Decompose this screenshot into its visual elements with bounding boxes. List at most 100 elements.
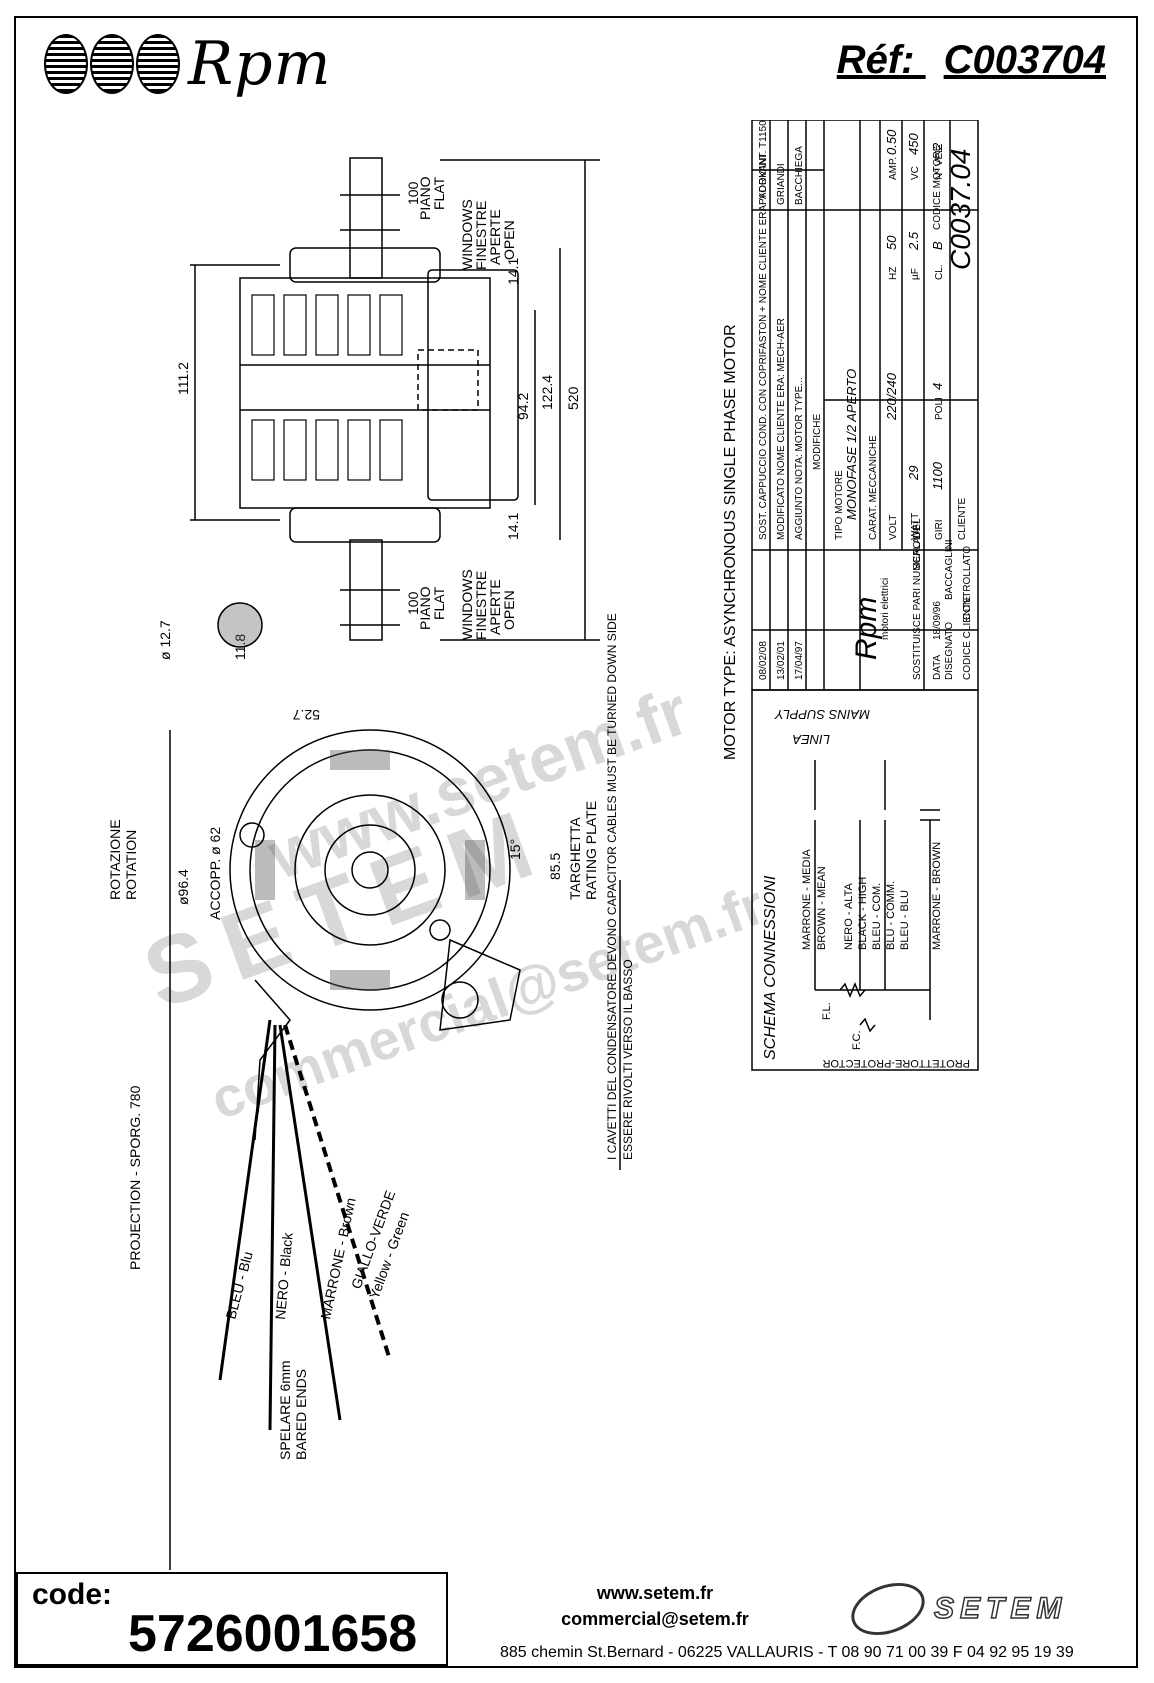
data-value: 18/09/96 bbox=[932, 601, 943, 640]
svg-text:FINESTRE: FINESTRE bbox=[473, 571, 489, 640]
angle-15: 15° bbox=[507, 839, 523, 860]
svg-text:VC: VC bbox=[910, 166, 921, 180]
dim-14-bottom: 14.1 bbox=[505, 513, 521, 540]
svg-text:ROTATION: ROTATION bbox=[123, 830, 139, 900]
svg-text:GIRI: GIRI bbox=[934, 519, 945, 540]
dim-52: 52.7 bbox=[293, 707, 320, 723]
vc-value: 450 bbox=[906, 133, 921, 155]
dim-520: 520 bbox=[565, 386, 581, 410]
technical-drawing: www.setem.fr SETEM commercial@setem.fr bbox=[107, 120, 979, 1570]
brand-name: Rpm bbox=[188, 29, 332, 99]
mains-label: MAINS SUPPLY bbox=[774, 707, 870, 722]
windows-label-bottom: WINDOWS bbox=[459, 569, 475, 640]
svg-text:SCALA: SCALA bbox=[912, 537, 923, 570]
address: 885 chemin St.Bernard - 06225 VALLAURIS … bbox=[500, 1644, 1074, 1661]
rpm-logo: Rpm bbox=[44, 28, 331, 100]
amp-value: 0.50 bbox=[884, 129, 899, 155]
cl-value: B bbox=[930, 241, 945, 250]
svg-text:VOLT: VOLT bbox=[888, 515, 899, 540]
disegnato-value: BACCAGLINI bbox=[944, 539, 955, 600]
nvel-value: 2 bbox=[930, 142, 945, 151]
motor-type: MOTOR TYPE: ASYNCHRONOUS SINGLE PHASE MO… bbox=[722, 324, 739, 760]
schema-title: SCHEMA CONNESSIONI bbox=[762, 875, 779, 1060]
svg-text:FLAT: FLAT bbox=[431, 586, 447, 620]
watermark: www.setem.fr SETEM commercial@setem.fr bbox=[131, 672, 773, 1131]
dim-122: 122.4 bbox=[539, 375, 555, 410]
svg-text:08/02/08: 08/02/08 bbox=[758, 641, 769, 680]
svg-text:FLAT: FLAT bbox=[431, 176, 447, 210]
linea-label: LINEA bbox=[792, 732, 830, 747]
reference-number: Réf: C003704 bbox=[837, 38, 1106, 83]
svg-text:MARRONE - BROWN: MARRONE - BROWN bbox=[931, 842, 943, 950]
svg-text:DATA: DATA bbox=[932, 654, 943, 680]
svg-text:CONTROLLATO: CONTROLLATO bbox=[962, 546, 973, 620]
side-view-dimensions: 111.2 94.2 122.4 520 14.1 14.1 100 100 P… bbox=[157, 176, 581, 723]
svg-text:OPEN: OPEN bbox=[501, 220, 517, 260]
rev-1: AGGIUNTO NOTA: MOTOR TYPE... bbox=[794, 377, 805, 540]
svg-text:BACCHIEGA: BACCHIEGA bbox=[794, 146, 805, 205]
title-block-brand: Rpm bbox=[850, 597, 883, 660]
svg-text:GRIANDI: GRIANDI bbox=[776, 163, 787, 205]
motor-side-view bbox=[190, 157, 600, 641]
hz-value: 50 bbox=[884, 235, 899, 250]
svg-text:Nº VEL.: Nº VEL. bbox=[934, 145, 945, 180]
svg-text:BLU - COMM.: BLU - COMM. bbox=[885, 881, 897, 950]
svg-text:CLIENTE: CLIENTE bbox=[957, 497, 968, 540]
title-block-text: SOST. CAPPUCCIO COND. CON COPRIFASTON + … bbox=[758, 120, 976, 680]
dim-85: 85.5 bbox=[547, 853, 563, 880]
tipo-motore: MONOFASE 1/2 APERTO bbox=[844, 369, 859, 520]
svg-text:BLACK - HIGH: BLACK - HIGH bbox=[857, 877, 869, 950]
capacitor-note: I CAVETTI DEL CONDENSATORE DEVONO CAPACI… bbox=[605, 613, 619, 1160]
piano-flat-bottom: PIANO bbox=[417, 586, 433, 630]
dim-14-top: 14.1 bbox=[505, 258, 521, 285]
svg-text:OPEN: OPEN bbox=[501, 590, 517, 630]
wire-label-blue: BLEU - Blu bbox=[222, 1250, 255, 1321]
svg-text:PADOVANI: PADOVANI bbox=[758, 155, 769, 205]
website-link[interactable]: www.setem.fr bbox=[596, 1583, 714, 1603]
svg-text:APERTE: APERTE bbox=[487, 579, 503, 635]
svg-text:RATING PLATE: RATING PLATE bbox=[583, 801, 599, 900]
motor-front-view bbox=[169, 729, 621, 1570]
dim-100-top: 100 bbox=[405, 181, 421, 205]
svg-text:MARRONE - MEDIA: MARRONE - MEDIA bbox=[801, 849, 813, 951]
volt-value: 220/240 bbox=[884, 372, 899, 421]
shaft-diameter: ø 12.7 bbox=[157, 620, 173, 660]
svg-text:AMP.: AMP. bbox=[888, 157, 899, 180]
svg-text:WATT: WATT bbox=[910, 513, 921, 540]
drawing-frame bbox=[14, 16, 1138, 1668]
poli-value: 4 bbox=[930, 383, 945, 390]
svg-text:BROWN - MEAN: BROWN - MEAN bbox=[816, 866, 828, 950]
svg-text:13/02/01: 13/02/01 bbox=[776, 641, 787, 680]
codice-motore: C0037.04 bbox=[945, 149, 976, 270]
uf-value: 2.5 bbox=[906, 231, 921, 251]
ref-value: C003704 bbox=[943, 38, 1106, 82]
dim-100-bottom: 100 bbox=[405, 591, 421, 615]
svg-text:F.C.: F.C. bbox=[851, 1030, 863, 1050]
svg-text:TIPO MOTORE: TIPO MOTORE bbox=[834, 470, 845, 540]
coil-logo-icon bbox=[44, 34, 180, 94]
svg-text:17/04/97: 17/04/97 bbox=[794, 641, 805, 680]
wiring-schema bbox=[751, 689, 979, 1071]
piano-flat-top: PIANO bbox=[417, 176, 433, 220]
svg-text:SOSTITUISCE PARI NUMERO DEL: SOSTITUISCE PARI NUMERO DEL bbox=[912, 518, 923, 680]
setem-logo: SETEM bbox=[844, 1573, 1067, 1645]
svg-text:ESSERE RIVOLTI VERSO IL BASSO: ESSERE RIVOLTI VERSO IL BASSO bbox=[621, 959, 635, 1160]
svg-text:BLEU - COM.: BLEU - COM. bbox=[871, 883, 883, 950]
rotazione: ROTAZIONE bbox=[107, 819, 123, 900]
rev-3: SOST. CAPPUCCIO COND. CON COPRIFASTON + … bbox=[758, 120, 769, 540]
windows-label-top: WINDOWS bbox=[459, 199, 475, 270]
projection: PROJECTION - SPORG. 780 bbox=[127, 1085, 143, 1270]
dim-94: 94.2 bbox=[515, 393, 531, 420]
svg-text:NERO - ALTA: NERO - ALTA bbox=[843, 883, 855, 950]
code-label: code: bbox=[32, 1578, 113, 1611]
dim-111: 111.2 bbox=[175, 362, 191, 395]
watt-value: 29 bbox=[906, 466, 921, 481]
wiring-schema-text: SCHEMA CONNESSIONI LINEA MAINS SUPPLY PR… bbox=[762, 707, 970, 1069]
svg-text:BARED ENDS: BARED ENDS bbox=[293, 1369, 309, 1460]
rev-2: MODIFICATO NOME CLIENTE ERA: MECH-AER bbox=[776, 318, 787, 540]
svg-text:APERTE: APERTE bbox=[487, 209, 503, 265]
svg-text:F.L.: F.L. bbox=[821, 1002, 833, 1020]
svg-text:CODICE MOTORE: CODICE MOTORE bbox=[932, 144, 943, 230]
email-link[interactable]: commercial@setem.fr bbox=[561, 1609, 749, 1629]
svg-text:CL.: CL. bbox=[934, 264, 945, 280]
